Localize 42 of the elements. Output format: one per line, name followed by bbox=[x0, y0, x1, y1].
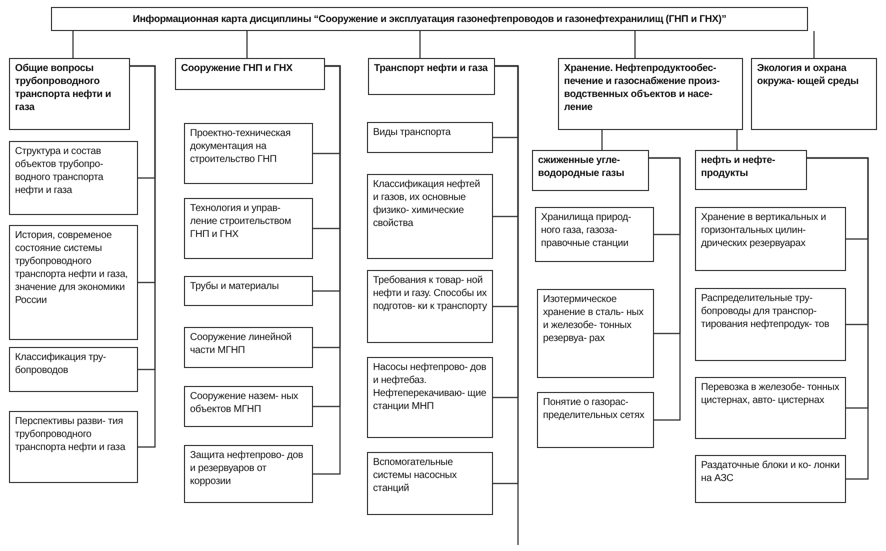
topic-box: Классификация тру- бопроводов bbox=[9, 347, 138, 392]
connector-line bbox=[130, 65, 156, 448]
topic-box: История, современое состояние системы трубопроводного транспорта нефти и газа, значение для экономики России bbox=[9, 225, 138, 340]
topic-box: Перспективы разви- тия трубопроводного транспорта нефти и газа bbox=[9, 411, 138, 483]
heading-box: Экология и охрана окружа- ющей среды bbox=[751, 58, 877, 130]
topic-box: Проектно-техническая документация на строительство ГНП bbox=[184, 123, 313, 184]
heading-box: Сооружение ГНП и ГНХ bbox=[175, 58, 325, 90]
topic-box: Перевозка в железобе- тонных цистернах, авто- цистернах bbox=[695, 377, 846, 439]
heading-box: Общие вопросы трубопроводного транспорта нефти и газа bbox=[9, 58, 130, 130]
topic-box: Распределительные тру- бопроводы для транспор- тирования нефтепродук- тов bbox=[695, 288, 846, 361]
topic-box: Сооружение назем- ных объектов МГНП bbox=[184, 386, 313, 427]
connector-line bbox=[634, 31, 636, 58]
connector-line bbox=[736, 130, 738, 150]
topic-box: Требования к товар- ной нефти и газу. Способы их подготов- ки к транспорту bbox=[367, 270, 493, 343]
topic-box: Насосы нефтепрово- дов и нефтебаз. Нефтеперекачиваю- щие станции МНП bbox=[367, 357, 493, 438]
topic-box: Классификация нефтей и газов, их основные физико- химические свойства bbox=[367, 174, 493, 259]
topic-box: Виды транспорта bbox=[367, 122, 493, 153]
topic-box: Раздаточные блоки и ко- лонки на АЗС bbox=[695, 455, 846, 503]
topic-box: Хранение в вертикальных и горизонтальных цилин- дрических резервуарах bbox=[695, 207, 846, 271]
topic-box: Изотермическое хранение в сталь- ных и железобе- тонных резервуа- рах bbox=[537, 289, 654, 378]
connector-line bbox=[649, 157, 681, 421]
topic-box: Защита нефтепрово- дов и резервуаров от коррозии bbox=[184, 445, 313, 503]
heading-box: Информационная карта дисциплины “Сооружение и эксплуатация газонефтепроводов и газонефтехранилищ (ГНП и ГНХ)” bbox=[51, 7, 808, 31]
connector-line bbox=[246, 31, 248, 58]
topic-box: Вспомогательные системы насосных станций bbox=[367, 452, 493, 515]
connector-line bbox=[72, 31, 74, 58]
topic-box: Хранилища природ- ного газа, газоза- правочные станции bbox=[535, 207, 654, 262]
connector-line bbox=[495, 65, 519, 545]
topic-box: Понятие о газорас- пределительных сетях bbox=[537, 392, 654, 448]
heading-box: нефть и нефте- продукты bbox=[695, 150, 807, 190]
topic-box: Технология и управ- ление строительством ГНП и ГНХ bbox=[184, 198, 313, 259]
connector-line bbox=[807, 157, 869, 480]
topic-box: Сооружение линейной части МГНП bbox=[184, 327, 313, 368]
connector-line bbox=[813, 31, 815, 58]
connector-line bbox=[313, 65, 341, 475]
connector-line bbox=[601, 130, 603, 150]
heading-box: сжиженные угле- водородные газы bbox=[532, 150, 649, 191]
heading-box: Хранение. Нефтепродуктообес- печение и газоснабжение произ- водственных объектов и насе- ление bbox=[558, 58, 743, 130]
heading-box: Транспорт нефти и газа bbox=[368, 58, 495, 95]
topic-box: Структура и состав объектов трубопро- водного транспорта нефти и газа bbox=[9, 141, 138, 215]
topic-box: Трубы и материалы bbox=[184, 276, 313, 306]
connector-line bbox=[419, 31, 421, 58]
